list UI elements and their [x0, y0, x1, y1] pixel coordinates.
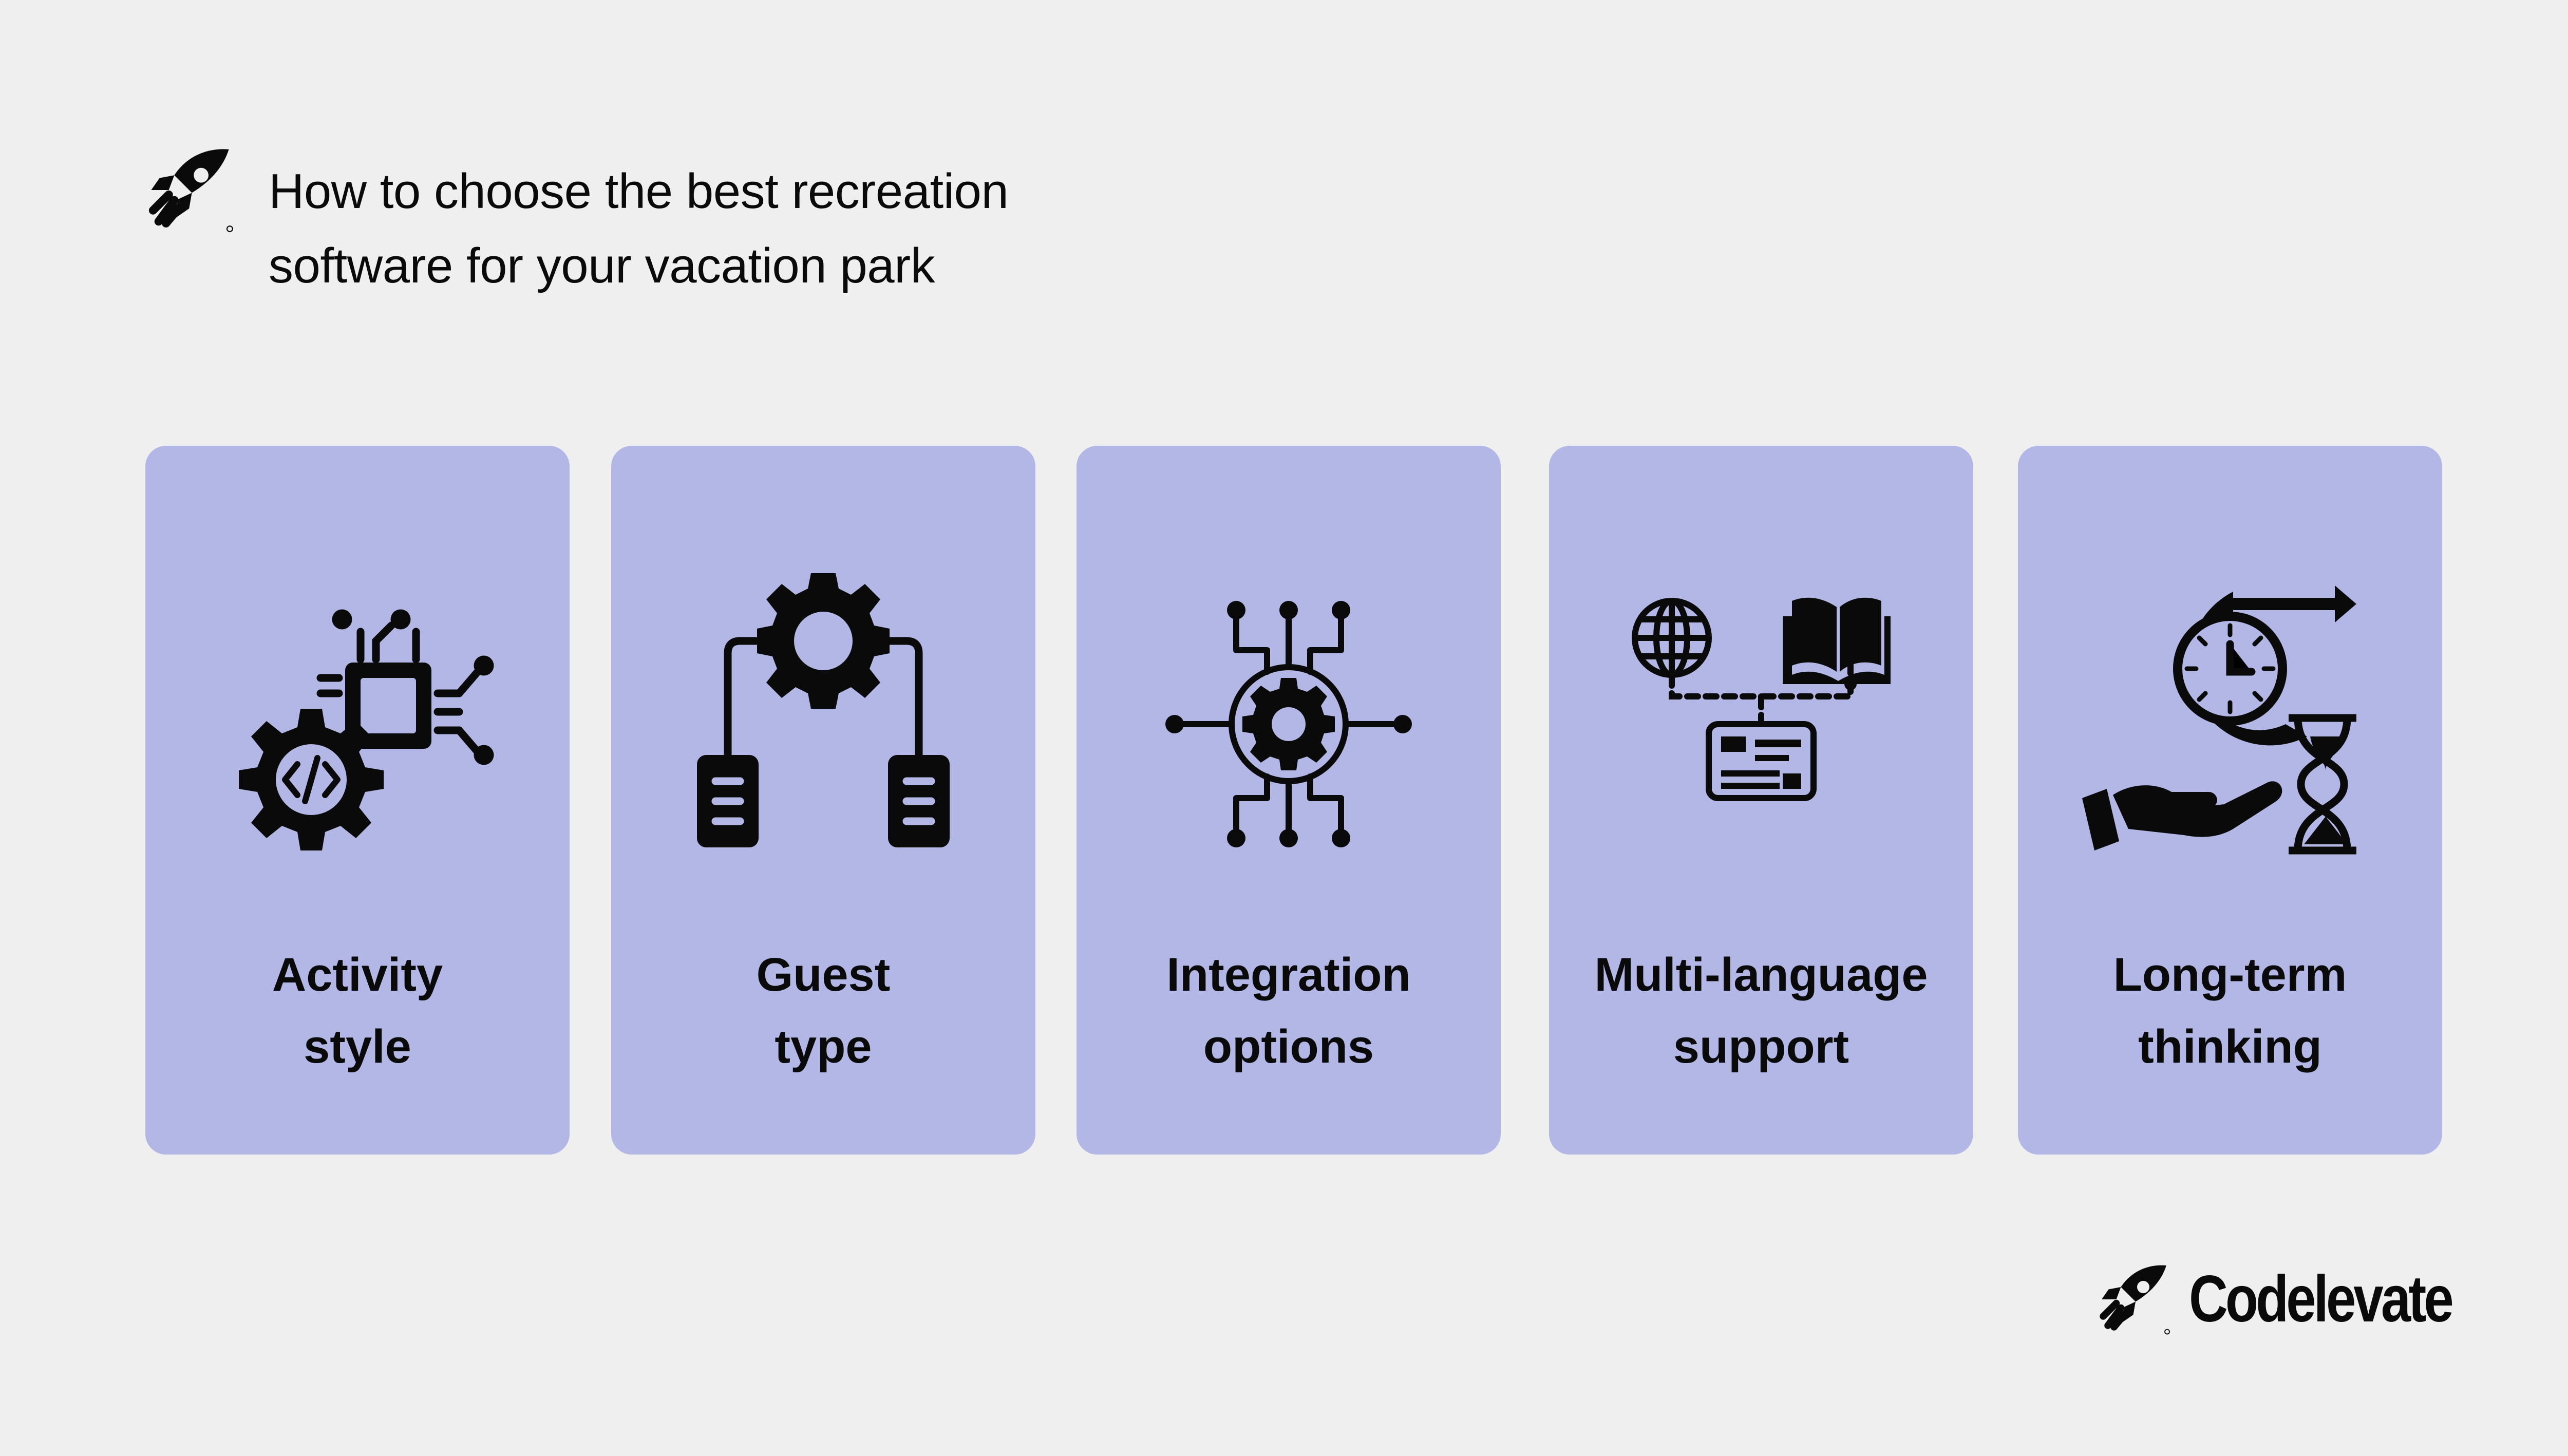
card-label-line-1: Long-term [2113, 949, 2347, 1001]
globe-book-id-card-icon [1632, 597, 1891, 801]
card-label: Activity style [145, 939, 570, 1083]
card-label: Integration options [1077, 939, 1501, 1083]
card-label-line-1: Activity [272, 949, 443, 1001]
gear-flowchart-icon [697, 573, 950, 847]
brand-logo: Codelevate [2095, 1258, 2455, 1340]
brand-name: Codelevate [2189, 1262, 2454, 1336]
card-label: Multi-language support [1549, 939, 1973, 1083]
card-label-line-1: Multi-language [1594, 949, 1928, 1001]
card-label-line-1: Integration [1166, 949, 1411, 1001]
card-label: Long-term thinking [2018, 939, 2442, 1083]
card-activity-style: Activity style [145, 446, 570, 1155]
card-label-line-1: Guest [756, 949, 891, 1001]
clock-hourglass-hand-icon [2082, 585, 2356, 855]
rocket-logo-icon [144, 144, 236, 236]
card-guest-type: Guest type [611, 446, 1035, 1155]
page-title-line-2: software for your vacation park [269, 238, 935, 293]
page-title: How to choose the best recreation softwa… [269, 154, 1142, 303]
card-multi-language-support: Multi-language support [1549, 446, 1973, 1155]
card-label-line-2: support [1673, 1020, 1849, 1073]
card-label-line-2: style [304, 1020, 411, 1073]
card-label-line-2: thinking [2138, 1020, 2322, 1073]
chip-gear-code-icon [239, 609, 494, 850]
card-label-line-2: type [775, 1020, 872, 1073]
rocket-logo-icon [2095, 1261, 2173, 1338]
card-label-line-2: options [1203, 1020, 1374, 1073]
card-label: Guest type [611, 939, 1035, 1083]
integration-hub-icon [1165, 601, 1412, 847]
card-long-term-thinking: Long-term thinking [2018, 446, 2442, 1155]
card-integration-options: Integration options [1077, 446, 1501, 1155]
page-title-line-1: How to choose the best recreation [269, 164, 1009, 219]
